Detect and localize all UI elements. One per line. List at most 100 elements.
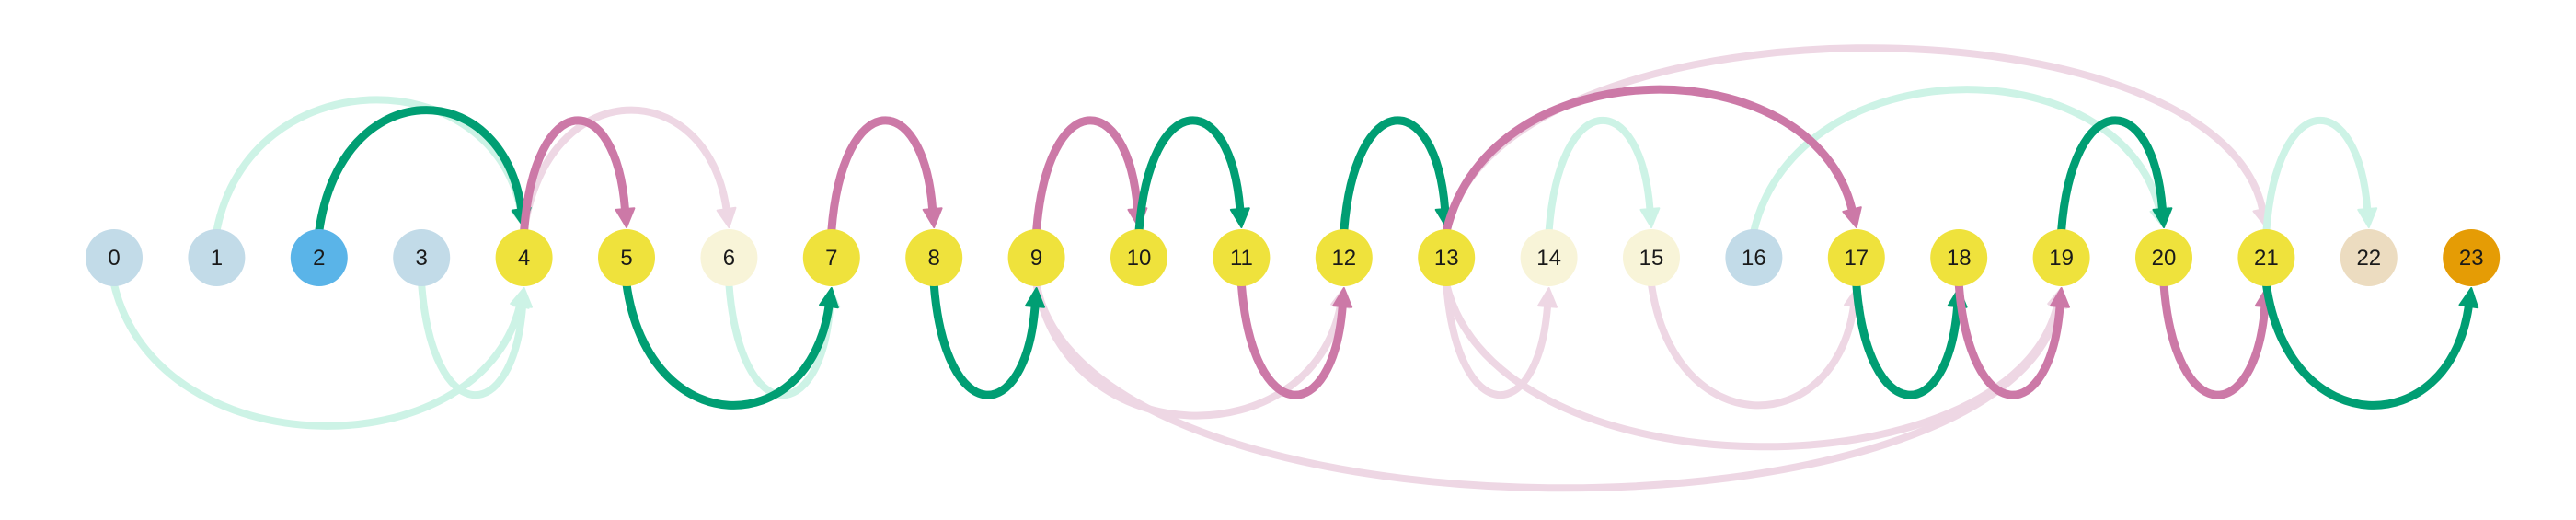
- edge-9-19: [1032, 281, 2068, 492]
- arrowhead: [1842, 206, 1862, 228]
- arrowhead: [2152, 207, 2173, 228]
- node-circle: [1725, 229, 1783, 286]
- edge-10-11: [1134, 116, 1250, 236]
- node-6: 6: [700, 229, 758, 286]
- node-circle: [1110, 229, 1167, 286]
- edge-arc: [2262, 117, 2372, 235]
- node-circle: [1930, 229, 1988, 286]
- edge-16-20: [1750, 86, 2169, 235]
- node-circle: [2237, 229, 2295, 286]
- node-18: 18: [1930, 229, 1988, 286]
- arrowhead: [819, 287, 839, 309]
- node-label: 23: [2459, 246, 2484, 271]
- node-label: 0: [108, 246, 120, 271]
- node-label: 19: [2049, 246, 2074, 271]
- arrowhead: [2458, 287, 2479, 309]
- edge-arc: [1648, 281, 1857, 410]
- node-circle: [86, 229, 143, 286]
- node-circle: [1315, 229, 1373, 286]
- edge-13-19: [1443, 281, 2067, 451]
- node-1: 1: [188, 229, 246, 286]
- node-circle: [905, 229, 963, 286]
- node-circle: [2032, 229, 2090, 286]
- edge-13-14: [1443, 281, 1558, 399]
- arrowhead: [716, 206, 737, 228]
- node-circle: [1520, 229, 1578, 286]
- edge-arc: [1852, 280, 1962, 399]
- arrowhead: [1025, 287, 1045, 308]
- arrowhead: [922, 207, 943, 228]
- node-20: 20: [2135, 229, 2192, 286]
- node-label: 15: [1639, 246, 1664, 271]
- edge-arc: [520, 106, 730, 235]
- node-22: 22: [2340, 229, 2398, 286]
- node-label: 16: [1742, 246, 1766, 271]
- node-label: 13: [1434, 246, 1459, 271]
- node-label: 4: [518, 246, 530, 271]
- node-label: 3: [416, 246, 428, 271]
- edge-15-17: [1648, 281, 1864, 410]
- edge-11-12: [1236, 280, 1353, 399]
- node-circle: [2443, 229, 2501, 286]
- node-circle: [1623, 229, 1680, 286]
- edge-4-6: [520, 106, 737, 235]
- node-9: 9: [1007, 229, 1065, 286]
- node-circle: [700, 229, 758, 286]
- node-11: 11: [1213, 229, 1271, 286]
- edge-7-8: [827, 116, 943, 236]
- node-label: 20: [2152, 246, 2177, 271]
- node-12: 12: [1315, 229, 1373, 286]
- edge-arc: [1032, 281, 2062, 492]
- node-0: 0: [86, 229, 143, 286]
- node-16: 16: [1725, 229, 1783, 286]
- node-circle: [1827, 229, 1885, 286]
- edge-arc: [2261, 280, 2473, 410]
- node-circle: [188, 229, 246, 286]
- edge-arc: [2057, 116, 2167, 236]
- edge-0-4: [110, 281, 530, 430]
- node-3: 3: [393, 229, 451, 286]
- arrowhead: [2050, 287, 2070, 308]
- edge-arc: [622, 280, 834, 410]
- edge-5-7: [622, 280, 839, 410]
- edge-21-23: [2261, 280, 2479, 410]
- arrowhead: [1639, 207, 1661, 228]
- edge-arc: [418, 281, 527, 399]
- node-4: 4: [495, 229, 553, 286]
- node-10: 10: [1110, 229, 1167, 286]
- node-label: 17: [1844, 246, 1869, 271]
- edge-8-9: [929, 280, 1045, 399]
- edge-9-10: [1032, 116, 1148, 236]
- edge-arc: [1340, 116, 1450, 236]
- node-circle: [598, 229, 655, 286]
- edge-arc: [1954, 280, 2064, 399]
- node-17: 17: [1827, 229, 1885, 286]
- edge-arc: [1134, 116, 1245, 236]
- edge-arc: [1032, 116, 1142, 236]
- node-label: 12: [1331, 246, 1356, 271]
- arrowhead: [615, 207, 636, 228]
- node-label: 14: [1536, 246, 1561, 271]
- edge-arc: [520, 116, 629, 236]
- edge-arc: [110, 281, 523, 430]
- edge-arc: [1545, 117, 1654, 235]
- arrowhead: [1537, 287, 1558, 308]
- edge-arc: [1443, 281, 1552, 399]
- edge-17-18: [1852, 280, 1968, 399]
- node-label: 8: [928, 246, 940, 271]
- node-circle: [802, 229, 860, 286]
- arrowhead: [512, 287, 533, 308]
- node-21: 21: [2237, 229, 2295, 286]
- edge-14-15: [1545, 117, 1661, 235]
- edge-arc: [213, 96, 524, 235]
- node-label: 10: [1127, 246, 1152, 271]
- arrowhead: [1229, 207, 1250, 228]
- edge-13-17: [1442, 85, 1862, 236]
- node-circle: [2135, 229, 2192, 286]
- edge-arc: [1750, 86, 2164, 235]
- arrowhead: [1332, 287, 1353, 308]
- edge-arc: [929, 280, 1040, 399]
- node-label: 9: [1030, 246, 1042, 271]
